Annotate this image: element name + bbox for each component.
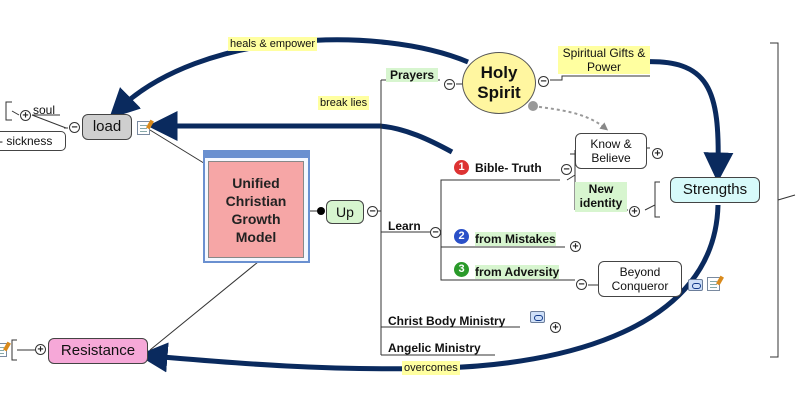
- from-mistakes-label[interactable]: from Mistakes: [475, 232, 556, 246]
- holy-spirit-toggle[interactable]: −: [444, 79, 455, 90]
- resistance-toggle[interactable]: +: [35, 344, 46, 355]
- from-adversity-label[interactable]: from Adversity: [475, 265, 560, 279]
- prayers-label[interactable]: Prayers: [386, 68, 439, 82]
- priority-3-badge: 3: [454, 262, 469, 277]
- load-label: load: [92, 118, 122, 135]
- up-node[interactable]: Up: [326, 200, 364, 224]
- know-believe-label: Know & Believe: [590, 137, 632, 165]
- load-node[interactable]: load: [82, 114, 132, 140]
- gifts-to-strengths-arrow: [639, 59, 734, 183]
- load-note-icon[interactable]: [137, 121, 150, 135]
- christ-body-label[interactable]: Christ Body Ministry: [388, 314, 506, 328]
- beyond-conqueror-node[interactable]: Beyond Conqueror: [598, 261, 682, 297]
- load-toggle[interactable]: −: [69, 122, 80, 133]
- strengths-node[interactable]: Strengths: [670, 177, 760, 203]
- break-lies-tag: break lies: [318, 96, 370, 110]
- from-mistakes-toggle[interactable]: +: [570, 241, 581, 252]
- holy-spirit-to-know-believe-arrow: [532, 105, 609, 131]
- bible-truth-toggle[interactable]: −: [561, 164, 572, 175]
- holy-spirit-node[interactable]: Holy Spirit: [462, 52, 536, 114]
- resistance-label: Resistance: [60, 342, 136, 359]
- sickness-label: - sickness: [0, 134, 53, 148]
- angelic-label[interactable]: Angelic Ministry: [388, 341, 481, 355]
- central-node[interactable]: Unified Christian Growth Model: [208, 161, 304, 258]
- beyond-conqueror-label: Beyond Conqueror: [611, 265, 669, 293]
- soul-toggle[interactable]: +: [20, 110, 31, 121]
- beyond-note-icon[interactable]: [707, 277, 720, 291]
- up-connector-dot: [317, 207, 325, 215]
- sickness-node[interactable]: - sickness: [0, 131, 66, 151]
- central-label: Unified Christian Growth Model: [225, 174, 287, 245]
- resistance-note-icon[interactable]: [0, 343, 7, 357]
- know-believe-node[interactable]: Know & Believe: [575, 133, 647, 169]
- holy-spirit-label: Holy Spirit: [477, 63, 521, 102]
- new-identity-label: New identity: [579, 182, 623, 210]
- christ-body-link-icon[interactable]: [530, 311, 545, 323]
- up-toggle[interactable]: −: [367, 206, 378, 217]
- central-frame-bar: [205, 152, 308, 158]
- priority-2-badge: 2: [454, 229, 469, 244]
- priority-1-badge: 1: [454, 160, 469, 175]
- from-adversity-toggle[interactable]: −: [576, 279, 587, 290]
- know-believe-toggle[interactable]: +: [652, 148, 663, 159]
- christ-body-toggle[interactable]: +: [550, 322, 561, 333]
- overcomes-tag: overcomes: [402, 361, 460, 375]
- new-identity-node[interactable]: New identity: [575, 182, 627, 212]
- bible-truth-to-load-arrow: [147, 111, 454, 155]
- new-identity-toggle[interactable]: +: [629, 206, 640, 217]
- gifts-toggle[interactable]: −: [538, 76, 549, 87]
- bible-truth-label[interactable]: Bible- Truth: [475, 161, 542, 175]
- spiritual-gifts-label: Spiritual Gifts & Power: [558, 46, 650, 74]
- learn-label[interactable]: Learn: [388, 219, 421, 233]
- up-label: Up: [336, 204, 354, 220]
- resistance-node[interactable]: Resistance: [48, 338, 148, 364]
- heals-tag: heals & empower: [228, 37, 317, 51]
- strengths-label: Strengths: [682, 181, 748, 198]
- central-frame[interactable]: Unified Christian Growth Model: [203, 150, 310, 263]
- learn-toggle[interactable]: −: [430, 227, 441, 238]
- beyond-link-icon[interactable]: [688, 279, 703, 291]
- soul-label[interactable]: soul: [33, 103, 56, 117]
